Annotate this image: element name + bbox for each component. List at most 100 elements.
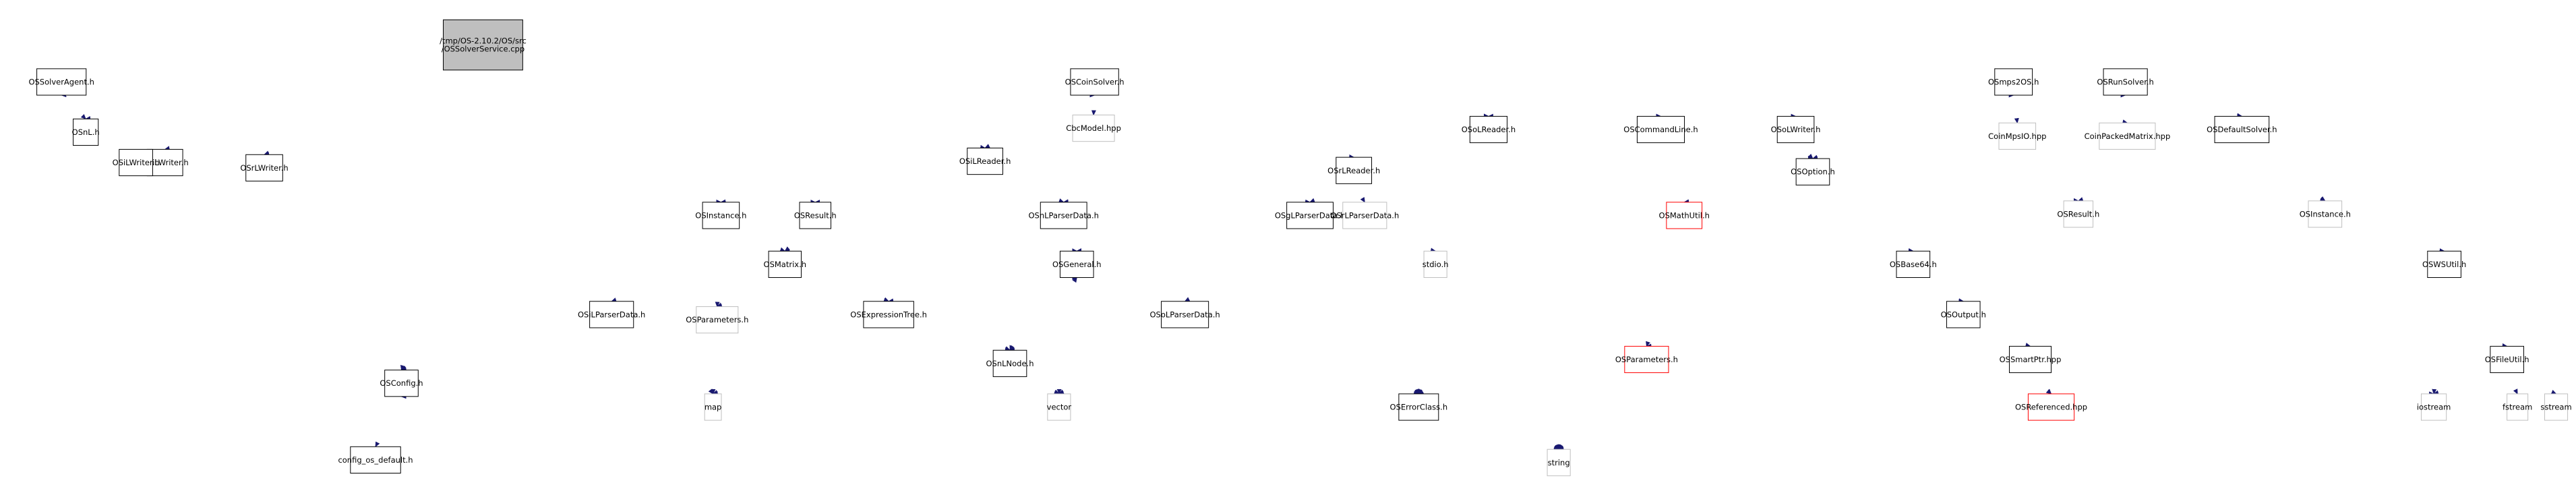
node-label: OSMathUtil.h (1659, 210, 1710, 220)
edge-root-to-osolwriter (1791, 113, 1797, 119)
node-label: OSInstance.h (695, 210, 746, 220)
node-string[interactable]: string (1547, 449, 1571, 476)
node-osnlparserdata[interactable]: OSnLParserData.h (1028, 202, 1099, 229)
node-osoutput[interactable]: OSOutput.h (1941, 301, 1986, 328)
node-osilparserdata[interactable]: OSiLParserData.h (578, 301, 645, 328)
node-root[interactable]: /tmp/OS-2.10.2/OS/src/OSSolverService.cp… (440, 19, 527, 71)
node-label: OSWSUtil.h (2422, 260, 2466, 269)
node-configdefault[interactable]: config_os_default.h (338, 446, 413, 473)
node-label: OSSmartPtr.hpp (2000, 355, 2062, 364)
edge-osmps2os-to-osoption (1812, 154, 1818, 160)
edge-coinsolver-to-oserrorclass (1413, 389, 1420, 395)
node-box (2420, 393, 2447, 421)
edge-osgeneral-to-osnlnode (1009, 345, 1015, 351)
node-osolwriter[interactable]: OSoLWriter.h (1771, 115, 1821, 144)
node-coinsolver[interactable]: OSCoinSolver.h (1065, 68, 1125, 96)
node-label: OSBase64.h (1890, 260, 1937, 269)
edge-osnlnode-to-iostream (2429, 391, 2435, 397)
node-osgeneral[interactable]: OSGeneral.h (1052, 250, 1102, 278)
node-label: string (1548, 458, 1570, 467)
node-osrunsolver[interactable]: OSRunSolver.h (2097, 68, 2154, 96)
node-sstream[interactable]: sstream (2540, 393, 2572, 421)
node-label: OSoLReader.h (1462, 125, 1516, 134)
edge-osglparserdata-to-stdio (1430, 248, 1437, 253)
node-box (1994, 68, 2033, 96)
node-osinstance[interactable]: OSInstance.h (695, 202, 746, 229)
node-osdefaultsolver[interactable]: OSDefaultSolver.h (2207, 115, 2277, 144)
node-osmatrix[interactable]: OSMatrix.h (764, 250, 807, 278)
node-iswriter[interactable]: OSiLWriter.h (142, 148, 189, 177)
node-box (350, 446, 401, 473)
edge-osmps2os-to-osinstance_plain (2320, 197, 2326, 202)
node-stdio[interactable]: stdio.h (1422, 250, 1449, 278)
edge-osnlnode-to-vector (1054, 390, 1060, 395)
node-osconfig[interactable]: OSConfig.h (380, 370, 423, 397)
node-osolparserdata[interactable]: OSoLParserData.h (1150, 301, 1220, 328)
node-label: vector (1047, 403, 1072, 412)
node-osrlreader[interactable]: OSrLReader.h (1327, 156, 1380, 184)
node-label: iostream (2417, 403, 2451, 412)
node-osreferenced[interactable]: OSReferenced.hpp (2015, 393, 2087, 421)
edge-osinstance-to-osgeneral (1072, 248, 1078, 254)
node-iostream[interactable]: iostream (2417, 393, 2451, 421)
node-osilreader[interactable]: OSiLReader.h (959, 147, 1011, 175)
node-box (2507, 393, 2529, 421)
node-label: OSExpressionTree.h (850, 310, 927, 319)
node-oserrorclass[interactable]: OSErrorClass.h (1390, 393, 1448, 421)
node-oscommandline[interactable]: OSCommandLine.h (1623, 115, 1698, 144)
node-osoLreader[interactable]: OSoLReader.h (1462, 115, 1516, 144)
node-osmps2os[interactable]: OSmps2OS.h (1988, 68, 2039, 96)
node-label: OSInstance.h (2300, 209, 2351, 219)
edge-root-to-osnl (85, 116, 91, 121)
node-cbcmodel[interactable]: CbcModel.hpp (1066, 114, 1121, 142)
edge-osrlwriter-to-osresult (810, 200, 816, 205)
node-osglparserdata[interactable]: OSgLParserData.h (1275, 202, 1345, 229)
node-osinstance_plain[interactable]: OSInstance.h (2300, 200, 2351, 228)
node-box (2308, 200, 2343, 228)
node-osresult[interactable]: OSResult.h (794, 202, 837, 229)
node-osrlwriter[interactable]: OSrLWriter.h (240, 154, 289, 181)
node-oswsutil[interactable]: OSWSUtil.h (2422, 250, 2466, 278)
edge-osoutput-to-string (1558, 445, 1564, 451)
node-label: OSgLParserData.h (1275, 210, 1345, 220)
node-label: OSrLReader.h (1327, 166, 1380, 175)
node-box (1059, 250, 1094, 278)
node-osparameters_plain[interactable]: OSParameters.h (686, 306, 748, 334)
node-osbase64[interactable]: OSBase64.h (1890, 250, 1937, 278)
node-label: OSMatrix.h (764, 260, 807, 269)
edge-osnlparserdata-to-osnlnode (1009, 345, 1015, 351)
node-osilwriter2[interactable]: OSiLWriter.h (113, 148, 160, 177)
node-osrlparserdata[interactable]: OSrLParserData.h (1330, 202, 1399, 229)
node-osoption[interactable]: OSOption.h (1791, 158, 1835, 185)
edge-osrlreader-to-osrlparserdata (1360, 196, 1365, 203)
node-box (967, 147, 1003, 175)
node-osparameters_red[interactable]: OSParameters.h (1615, 345, 1678, 374)
node-map[interactable]: map (704, 393, 722, 421)
node-box (1423, 250, 1447, 278)
node-osfileutil[interactable]: OSFileUtil.h (2485, 345, 2529, 374)
node-box (1795, 158, 1830, 185)
node-label: fstream (2503, 403, 2532, 412)
node-coinmpsio[interactable]: CoinMpsIO.hpp (1988, 122, 2046, 150)
node-box (2214, 115, 2270, 144)
edge-osgeneral-to-osexpressiontree (888, 298, 894, 304)
node-ossmartptr[interactable]: OSSmartPtr.hpp (2000, 345, 2062, 374)
edge-osdefaultsolver-to-osinstance_plain (2320, 196, 2326, 202)
node-solveragent[interactable]: OSSolverAgent.h (28, 68, 94, 96)
node-osmathutil[interactable]: OSMathUtil.h (1659, 202, 1710, 229)
node-osnl[interactable]: OSnL.h (72, 118, 100, 146)
node-osnlnode[interactable]: OSnLNode.h (986, 349, 1034, 377)
node-osresult_plain[interactable]: OSResult.h (2057, 200, 2099, 228)
node-coinpacked[interactable]: CoinPackedMatrix.hpp (2085, 122, 2171, 150)
node-vector[interactable]: vector (1047, 393, 1072, 421)
node-osexpressiontree[interactable]: OSExpressionTree.h (850, 301, 927, 328)
edge-root-to-osrlwriter (264, 150, 270, 155)
node-fstream[interactable]: fstream (2503, 393, 2532, 421)
edge-osmatrix-to-osparameters_plain (716, 302, 723, 308)
edge-root-to-coinsolver (1089, 92, 1096, 98)
edge-osmps2os-to-coinmpsio (2014, 117, 2019, 124)
node-box (1070, 68, 1119, 96)
node-box (1398, 393, 1439, 421)
edge-root-to-osfileutil (2502, 343, 2508, 348)
node-label: OSRunSolver.h (2097, 77, 2153, 86)
